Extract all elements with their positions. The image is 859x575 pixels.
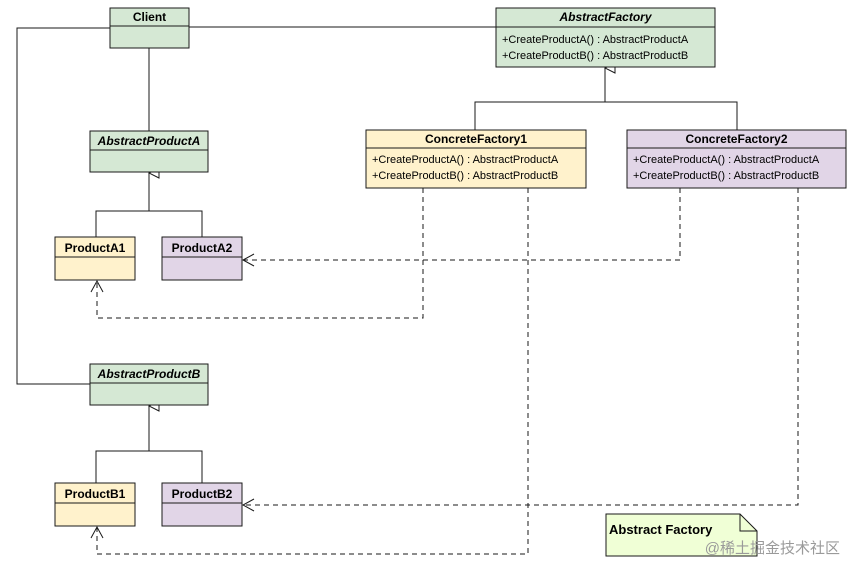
cf1-to-product-a1 <box>96 188 424 319</box>
abstract-factory-method-b: +CreateProductB() : AbstractProductB <box>502 50 688 62</box>
class-product-a1-name: ProductA1 <box>65 241 126 255</box>
product-b-inheritance-branch <box>95 450 203 483</box>
concrete-factory2-method-b: +CreateProductB() : AbstractProductB <box>633 170 819 182</box>
cf1-to-product-b1 <box>96 188 529 555</box>
concrete-factory2-method-a: +CreateProductA() : AbstractProductA <box>633 154 820 166</box>
arrowhead-product-a2 <box>241 253 255 267</box>
dependency-arrowheads <box>90 253 255 539</box>
arrowhead-product-b1 <box>90 525 104 539</box>
class-abstract-product-b[interactable]: AbstractProductB <box>89 363 209 406</box>
class-abstract-factory[interactable]: AbstractFactory +CreateProductA() : Abst… <box>495 7 716 68</box>
product-a-inheritance-branch <box>95 210 203 237</box>
class-product-b1[interactable]: ProductB1 <box>54 482 136 527</box>
connectors <box>16 26 738 483</box>
class-product-b2-name: ProductB2 <box>172 487 233 501</box>
class-concrete-factory1[interactable]: ConcreteFactory1 +CreateProductA() : Abs… <box>365 129 587 189</box>
class-product-a1[interactable]: ProductA1 <box>54 236 136 281</box>
note-abstract-factory: Abstract Factory <box>605 513 758 557</box>
class-abstract-factory-name: AbstractFactory <box>558 10 652 24</box>
class-client[interactable]: Client <box>109 7 190 49</box>
class-product-b2[interactable]: ProductB2 <box>161 482 243 527</box>
note-text: Abstract Factory <box>609 522 713 537</box>
class-abstract-product-a-name: AbstractProductA <box>97 134 201 148</box>
client-product-b-association <box>16 27 110 385</box>
concrete-factory1-method-a: +CreateProductA() : AbstractProductA <box>372 154 559 166</box>
class-abstract-product-a[interactable]: AbstractProductA <box>89 130 209 173</box>
abstract-factory-method-a: +CreateProductA() : AbstractProductA <box>502 34 689 46</box>
class-product-a2-name: ProductA2 <box>172 241 233 255</box>
arrowhead-product-a1 <box>90 279 104 293</box>
concrete-factory1-method-b: +CreateProductB() : AbstractProductB <box>372 170 558 182</box>
dependencies <box>96 188 799 555</box>
class-product-b1-name: ProductB1 <box>65 487 126 501</box>
arrowhead-product-b2 <box>241 498 255 512</box>
class-concrete-factory2-name: ConcreteFactory2 <box>685 132 787 146</box>
class-concrete-factory2[interactable]: ConcreteFactory2 +CreateProductA() : Abs… <box>626 129 847 189</box>
cf2-to-product-a2 <box>243 188 681 261</box>
class-concrete-factory1-name: ConcreteFactory1 <box>425 132 527 146</box>
cf2-to-product-b2 <box>243 188 799 506</box>
class-product-a2[interactable]: ProductA2 <box>161 236 243 281</box>
watermark-text: @稀土掘金技术社区 <box>705 540 840 557</box>
factory-inheritance-branch <box>474 101 738 131</box>
class-client-name: Client <box>133 10 166 24</box>
class-abstract-product-b-name: AbstractProductB <box>97 367 201 381</box>
